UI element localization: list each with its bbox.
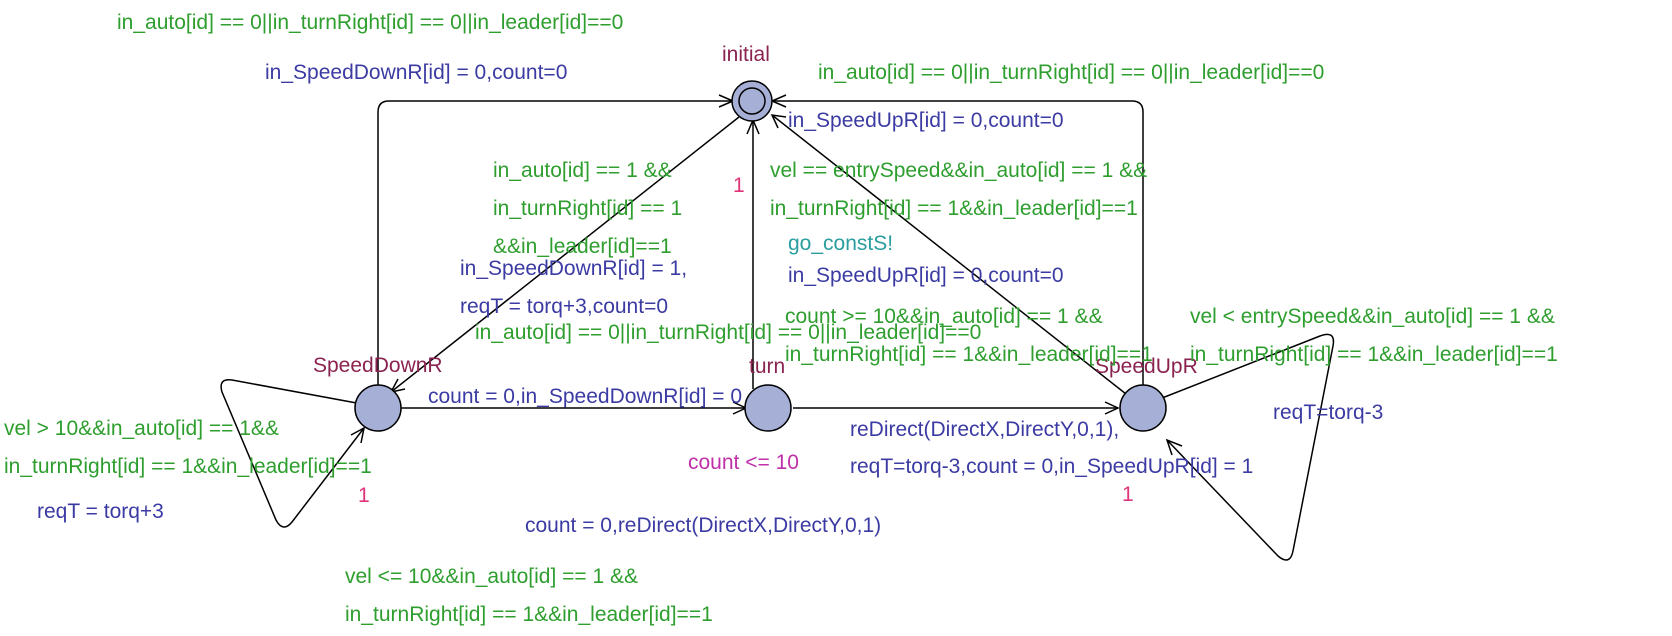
guard-label: in_turnRight[id] == 1&&in_leader[id]==1 — [345, 603, 713, 626]
edge-initial-to-speeddown — [390, 116, 740, 393]
update-label: in_SpeedUpR[id] = 0,count=0 — [788, 264, 1064, 287]
location-turn-name: turn — [749, 355, 785, 378]
location-speeddownr-name: SpeedDownR — [313, 354, 443, 377]
speedupr-priority: 1 — [1122, 483, 1134, 506]
update-label: in_SpeedUpR[id] = 0,count=0 — [788, 109, 1064, 132]
guard-label: count >= 10&&in_auto[id] == 1 && — [785, 305, 1103, 328]
initial-priority: 1 — [733, 174, 745, 197]
update-label: count = 0,reDirect(DirectX,DirectY,0,1) — [525, 514, 881, 537]
arrowhead-turn-to-speedup — [1104, 401, 1120, 415]
edge-speedup-self-loop — [1156, 333, 1335, 561]
turn-invariant: count <= 10 — [688, 451, 799, 474]
guard-label: in_auto[id] == 0||in_turnRight[id] == 0|… — [475, 321, 981, 344]
location-speedupr-node[interactable] — [1119, 384, 1167, 432]
update-label: reqT=torq-3,count = 0,in_SpeedUpR[id] = … — [850, 455, 1253, 478]
guard-label: in_auto[id] == 0||in_turnRight[id] == 0|… — [818, 61, 1324, 84]
guard-label: in_auto[id] == 1 && — [493, 159, 672, 182]
update-label: count = 0,in_SpeedDownR[id] = 0 — [428, 385, 742, 408]
initial-marker-ring — [738, 87, 766, 115]
speeddownr-priority: 1 — [358, 484, 370, 507]
location-initial-node[interactable] — [731, 80, 773, 122]
location-turn-node[interactable] — [744, 384, 792, 432]
location-speeddownr-node[interactable] — [354, 384, 402, 432]
edge-speeddown-to-initial — [377, 100, 733, 391]
guard-label: in_turnRight[id] == 1&&in_leader[id]==1 — [4, 455, 372, 478]
update-label: reqT = torq+3 — [37, 500, 164, 523]
guard-label: vel < entrySpeed&&in_auto[id] == 1 && — [1190, 305, 1555, 328]
guard-label: vel == entrySpeed&&in_auto[id] == 1 && — [770, 159, 1147, 182]
location-initial-name: initial — [722, 43, 770, 66]
location-speedupr-name: SpeedUpR — [1095, 355, 1198, 378]
update-label: reqT = torq+3,count=0 — [460, 295, 668, 318]
update-label: in_SpeedDownR[id] = 1, — [460, 257, 687, 280]
update-label: reDirect(DirectX,DirectY,0,1), — [850, 418, 1119, 441]
arrowhead-speedup-self-loop — [1165, 438, 1183, 456]
edge-speedup-to-initial — [772, 100, 1144, 393]
guard-label: in_turnRight[id] == 1&&in_leader[id]==1 — [770, 197, 1138, 220]
arrowhead-speeddown-self-loop — [350, 426, 366, 444]
guard-label: in_turnRight[id] == 1&&in_leader[id]==1 — [785, 343, 1153, 366]
guard-label: vel > 10&&in_auto[id] == 1&& — [4, 417, 279, 440]
edge-speeddown-self-loop — [220, 379, 365, 528]
update-label: reqT=torq-3 — [1273, 401, 1383, 424]
edge-speedup-diag-to-initial — [771, 114, 1127, 395]
guard-label: vel <= 10&&in_auto[id] == 1 && — [345, 565, 638, 588]
update-label: in_SpeedDownR[id] = 0,count=0 — [265, 61, 567, 84]
guard-label: &&in_leader[id]==1 — [493, 235, 672, 258]
guard-label: in_auto[id] == 0||in_turnRight[id] == 0|… — [117, 11, 623, 34]
arrowhead-speedup-diag-to-initial — [770, 114, 787, 129]
guard-label: in_turnRight[id] == 1 — [493, 197, 682, 220]
sync-label: go_constS! — [788, 232, 893, 255]
guard-label: in_turnRight[id] == 1&&in_leader[id]==1 — [1190, 343, 1558, 366]
